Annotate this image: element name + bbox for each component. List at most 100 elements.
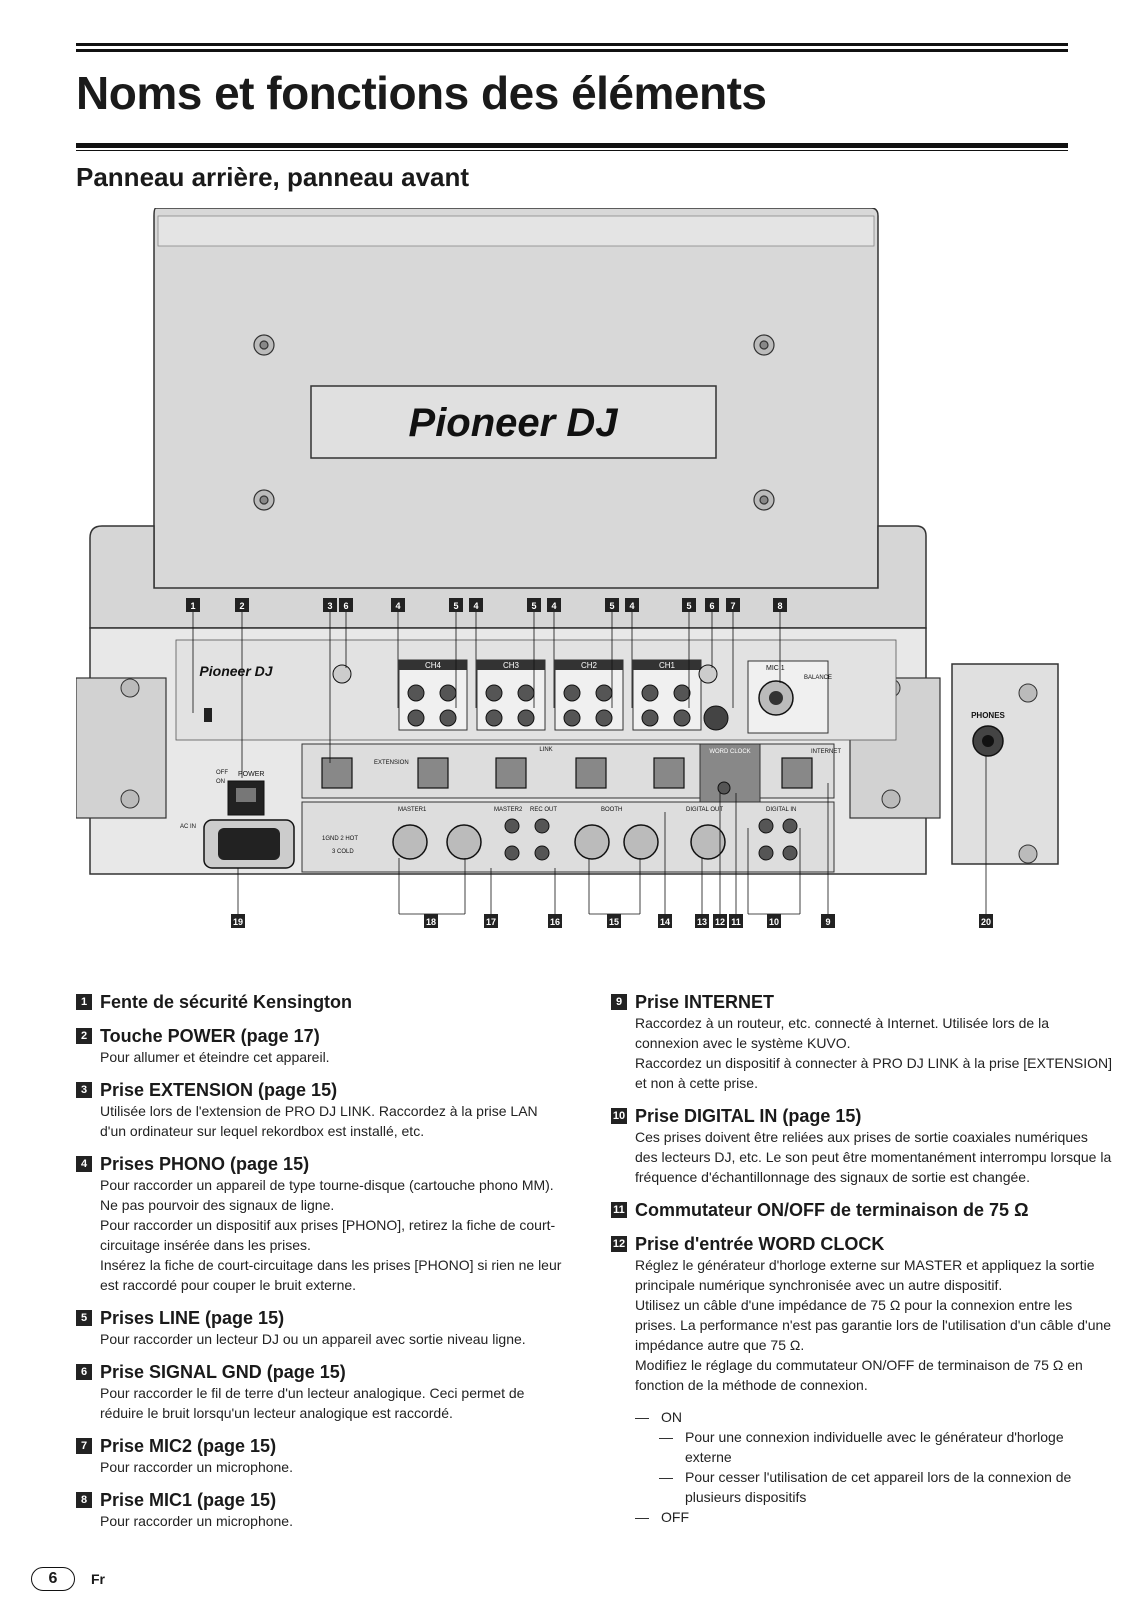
item-paragraph: Pour raccorder un dispositif aux prises … <box>100 1217 556 1253</box>
item-paragraph: Ces prises doivent être reliées aux pris… <box>635 1129 1112 1185</box>
callout-badge <box>773 598 787 612</box>
callout-number: 18 <box>426 917 436 927</box>
callout-badge <box>658 914 672 928</box>
lid-screws <box>253 334 775 511</box>
item-number-badge: 4 <box>76 1156 92 1172</box>
callout-badge <box>231 914 245 928</box>
callout-number: 15 <box>609 917 619 927</box>
callout-number: 6 <box>343 601 348 611</box>
dash-off: OFF <box>661 1509 689 1525</box>
callout-badge <box>979 914 993 928</box>
callout-badge <box>547 598 561 612</box>
section-subtitle: Panneau arrière, panneau avant <box>76 162 470 192</box>
item-title: Commutateur ON/OFF de terminaison de 75 … <box>635 1200 1029 1220</box>
callout-badge <box>821 914 835 928</box>
dash-on: ON <box>661 1409 682 1425</box>
callout-badge <box>235 598 249 612</box>
digital-out-label: DIGITAL OUT <box>686 807 723 813</box>
callout-badge <box>682 598 696 612</box>
callout-badge <box>605 598 619 612</box>
item-paragraph: Pour allumer et éteindre cet appareil. <box>100 1049 330 1065</box>
item-title: Prises PHONO (page 15) <box>100 1154 310 1174</box>
item-number-badge: 12 <box>611 1236 627 1252</box>
callout-badge <box>527 598 541 612</box>
ch4-label: CH4 <box>425 661 442 670</box>
item-paragraph: Pour raccorder un microphone. <box>100 1513 293 1529</box>
item-description: Pour raccorder le fil de terre d'un lect… <box>100 1383 566 1423</box>
power-label: POWER <box>238 771 264 778</box>
callout-number: 20 <box>981 917 991 927</box>
callout-number: 4 <box>629 601 634 611</box>
callout-number: 5 <box>453 601 458 611</box>
callout-number: 1 <box>190 601 195 611</box>
title-rule <box>76 143 1068 152</box>
item-paragraph: Pour raccorder un microphone. <box>100 1459 293 1475</box>
brand-plate <box>310 385 717 459</box>
callout-number: 4 <box>551 601 556 611</box>
channel-inputs: CH4 CH3 CH2 CH1 <box>398 659 702 731</box>
item-number-badge: 5 <box>76 1310 92 1326</box>
item-heading: 2 Touche POWER (page 17) <box>76 1025 566 1047</box>
page-number: 6 <box>31 1567 75 1591</box>
item-title: Touche POWER (page 17) <box>100 1026 320 1046</box>
item-number-badge: 11 <box>611 1202 627 1218</box>
item-paragraph: Utilisée lors de l'extension de PRO DJ L… <box>100 1103 538 1139</box>
callout-badge <box>449 598 463 612</box>
callout-number: 2 <box>239 601 244 611</box>
top-rule <box>76 43 1068 59</box>
item-title: Prise INTERNET <box>635 992 775 1012</box>
callout-badge <box>484 914 498 928</box>
item-title: Prise MIC1 (page 15) <box>100 1490 277 1510</box>
page-title: Noms et fonctions des éléments <box>76 67 767 119</box>
ch1-label: CH1 <box>659 661 676 670</box>
booth-label: BOOTH <box>601 807 622 813</box>
item-number-badge: 2 <box>76 1028 92 1044</box>
item-paragraph: Pour raccorder le fil de terre d'un lect… <box>100 1385 525 1421</box>
ac-in-label: AC IN <box>180 824 196 830</box>
item-description: Ces prises doivent être reliées aux pris… <box>635 1127 1113 1187</box>
internet-label: INTERNET <box>811 749 841 755</box>
page-footer: 6 Fr <box>31 1567 105 1591</box>
phones-label: PHONES <box>971 711 1005 720</box>
item-paragraph: Utilisez un câble d'une impédance de 75 … <box>635 1297 1112 1353</box>
callout-badge <box>186 598 200 612</box>
item-paragraph: Raccordez un dispositif à connecter à PR… <box>635 1055 1112 1091</box>
item-number-badge: 8 <box>76 1492 92 1508</box>
callout-number: 16 <box>550 917 560 927</box>
callout-badge <box>729 914 743 928</box>
item-title: Prise DIGITAL IN (page 15) <box>635 1106 862 1126</box>
item-paragraph: Pour raccorder un appareil de type tourn… <box>100 1177 554 1213</box>
item-heading: 8 Prise MIC1 (page 15) <box>76 1489 566 1511</box>
callout-number: 8 <box>777 601 782 611</box>
callout-badge <box>705 598 719 612</box>
callout-number: 14 <box>660 917 670 927</box>
brand-logo-small: Pioneer DJ <box>199 663 273 679</box>
callout-number: 4 <box>395 601 400 611</box>
item-title: Prise MIC2 (page 15) <box>100 1436 277 1456</box>
on-label: ON <box>216 779 225 785</box>
callout-number: 19 <box>233 917 243 927</box>
dash-on-1: Pour une connexion individuelle avec le … <box>685 1429 1064 1465</box>
callout-badge <box>625 598 639 612</box>
item-title: Fente de sécurité Kensington <box>100 992 353 1012</box>
signal-gnd-terminal <box>332 664 352 684</box>
master2-label: MASTER2 <box>494 807 523 813</box>
item-description: Utilisée lors de l'extension de PRO DJ L… <box>100 1101 566 1141</box>
language-code: Fr <box>91 1571 105 1587</box>
item-heading: 11 Commutateur ON/OFF de terminaison de 7… <box>611 1199 1113 1221</box>
ch2-label: CH2 <box>581 661 598 670</box>
item-description: Réglez le générateur d'horloge externe s… <box>635 1255 1113 1395</box>
item-paragraph: Modifiez le réglage du commutateur ON/OF… <box>635 1357 1083 1393</box>
mic2-jack <box>703 705 729 731</box>
item-title: Prise EXTENSION (page 15) <box>100 1080 338 1100</box>
front-panel <box>951 663 1059 865</box>
item-number-badge: 6 <box>76 1364 92 1380</box>
rec-out-label: REC OUT <box>530 807 557 813</box>
